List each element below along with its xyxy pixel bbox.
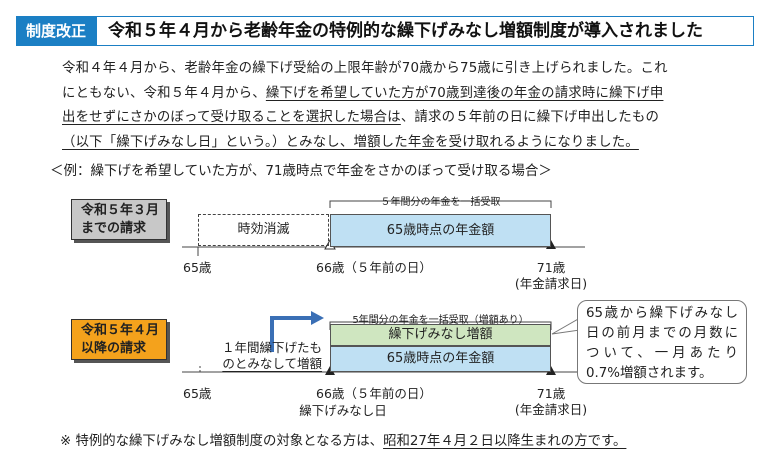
- text-plain: にともない、令和５年４月から、: [62, 85, 266, 101]
- age-66-label-after: 66歳（５年前の日）: [316, 386, 432, 401]
- label-line: 令和５年３月: [81, 202, 160, 218]
- label-after-april-2023: 令和５年４月 以降の請求: [71, 319, 167, 360]
- age-71-label: 71歳: [536, 260, 566, 275]
- pension-65-box-after: 65歳時点の年金額: [330, 346, 551, 372]
- label-before-april-2023: 令和５年３月 までの請求: [71, 199, 167, 240]
- section-tag: 制度改正: [16, 16, 96, 46]
- footnote-underlined: 昭和27年４月２日以降生まれの方です。: [383, 434, 627, 449]
- lump-sum-label-before: ５年間分の年金を一括受取: [380, 197, 501, 208]
- callout-line: 65歳から繰下げみなし: [586, 306, 738, 321]
- deemed-date-label: 繰下げみなし日: [299, 403, 387, 418]
- example-heading: ＜例：繰下げを希望していた方が、71歳時点で年金をさかのぼって受け取る場合＞: [50, 163, 552, 179]
- deferred-note: １年間繰下げたも のとみなして増額: [214, 340, 322, 372]
- callout-line: 日の前月までの月数に: [586, 326, 738, 341]
- text-underlined: 繰下げを希望していた方が70歳到達後の年金の請求時に繰下げ申: [265, 85, 664, 101]
- callout-pointer: [551, 317, 581, 335]
- text-plain: 、請求の５年前の日に繰下げ申出したもの: [400, 110, 660, 125]
- marker-71-filled-after: [546, 366, 556, 375]
- eligibility-footnote: ※ 特例的な繰下げみなし増額制度の対象となる方は、昭和27年４月２日以降生まれの…: [60, 429, 626, 449]
- claim-date-label-after: (年金請求日): [514, 402, 588, 417]
- paragraph-line: 出をせずにさかのぼって受け取ることを選択した場合は、請求の５年前の日に繰下げ申出…: [62, 106, 750, 131]
- lump-sum-label-after: 5年間分の年金を一括受取（増額あり）: [352, 315, 529, 326]
- page-title: 令和５年４月から老齢年金の特例的な繰下げみなし増額制度が導入されました: [108, 21, 703, 41]
- age-66-label: 66歳（５年前の日）: [316, 260, 432, 275]
- callout-line: 0.7%増額されます。: [586, 366, 713, 381]
- lump-sum-bracket-before: [329, 200, 552, 208]
- increase-callout: 65歳から繰下げみなし 日の前月までの月数に ついて、一月あたり 0.7%増額さ…: [577, 300, 747, 384]
- header-frame: [96, 16, 754, 46]
- label-line: 令和５年４月: [81, 322, 160, 338]
- deferred-note-line: １年間繰下げたも: [221, 340, 322, 355]
- callout-line: ついて、一月あたり: [586, 346, 738, 361]
- expired-box: 時効消滅: [198, 214, 329, 246]
- paragraph-line: にともない、令和５年４月から、繰下げを希望していた方が70歳到達後の年金の請求時…: [62, 82, 750, 107]
- intro-paragraph: 令和４年４月から、老齢年金の繰下げ受給の上限年齢が70歳から75歳に引き上げられ…: [62, 57, 750, 155]
- paragraph-line: （以下「繰下げみなし日」という。）とみなし、増額した年金を受け取れるようになりま…: [62, 134, 639, 150]
- deferred-note-line: のとみなして増額: [222, 356, 322, 371]
- label-line: 以降の請求: [81, 340, 147, 356]
- pension-65-box-before: 65歳時点の年金額: [330, 214, 551, 247]
- text-underlined: 出をせずにさかのぼって受け取ることを選択した場合は: [62, 110, 401, 125]
- age-65-label-after: 65歳: [183, 386, 212, 401]
- deemed-increase-box: 繰下げみなし増額: [330, 324, 551, 346]
- claim-date-label: (年金請求日): [514, 276, 588, 291]
- deferral-arrow: [270, 316, 313, 352]
- age-65-label: 65歳: [183, 260, 212, 275]
- age-71-label-after: 71歳: [536, 386, 566, 401]
- footnote-text: ※ 特例的な繰下げみなし増額制度の対象となる方は、: [60, 434, 384, 449]
- label-line: までの請求: [81, 220, 147, 236]
- paragraph-line: 令和４年４月から、老齢年金の繰下げ受給の上限年齢が70歳から75歳に引き上げられ…: [62, 61, 668, 76]
